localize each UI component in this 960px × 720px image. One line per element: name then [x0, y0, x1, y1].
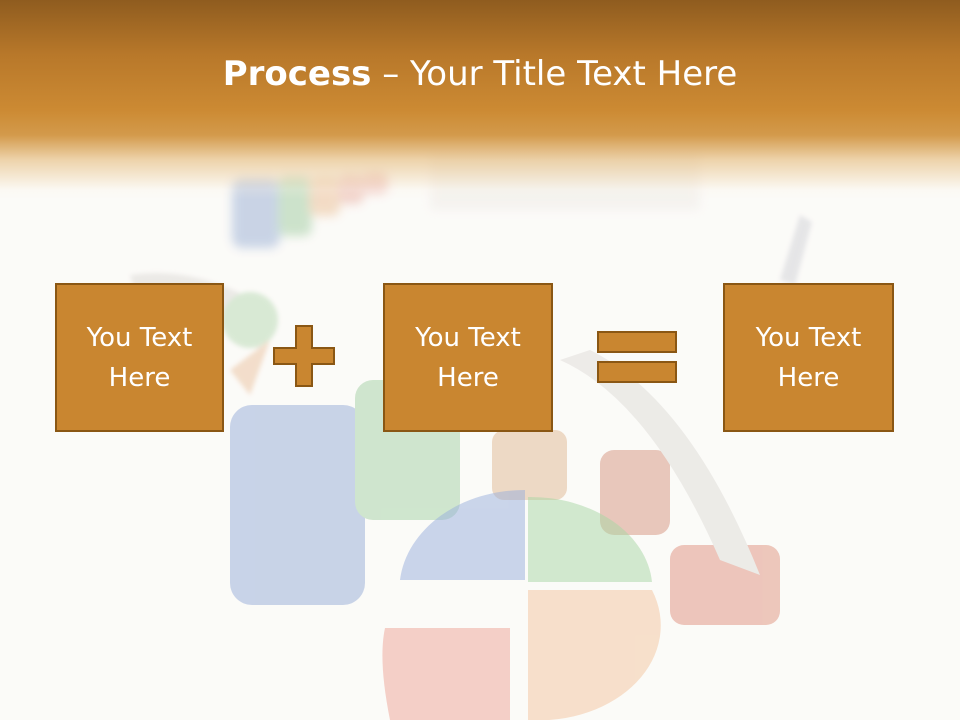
process-box-1[interactable]: You Text Here: [55, 283, 224, 432]
plus-icon: [273, 325, 335, 387]
title-rest: – Your Title Text Here: [371, 54, 738, 94]
slide-title[interactable]: Process – Your Title Text Here: [0, 52, 960, 96]
equals-icon: [597, 331, 677, 383]
title-bold: Process: [222, 54, 372, 94]
process-box-3[interactable]: You Text Here: [723, 283, 894, 432]
process-box-2[interactable]: You Text Here: [383, 283, 553, 432]
header-band: [0, 0, 960, 200]
